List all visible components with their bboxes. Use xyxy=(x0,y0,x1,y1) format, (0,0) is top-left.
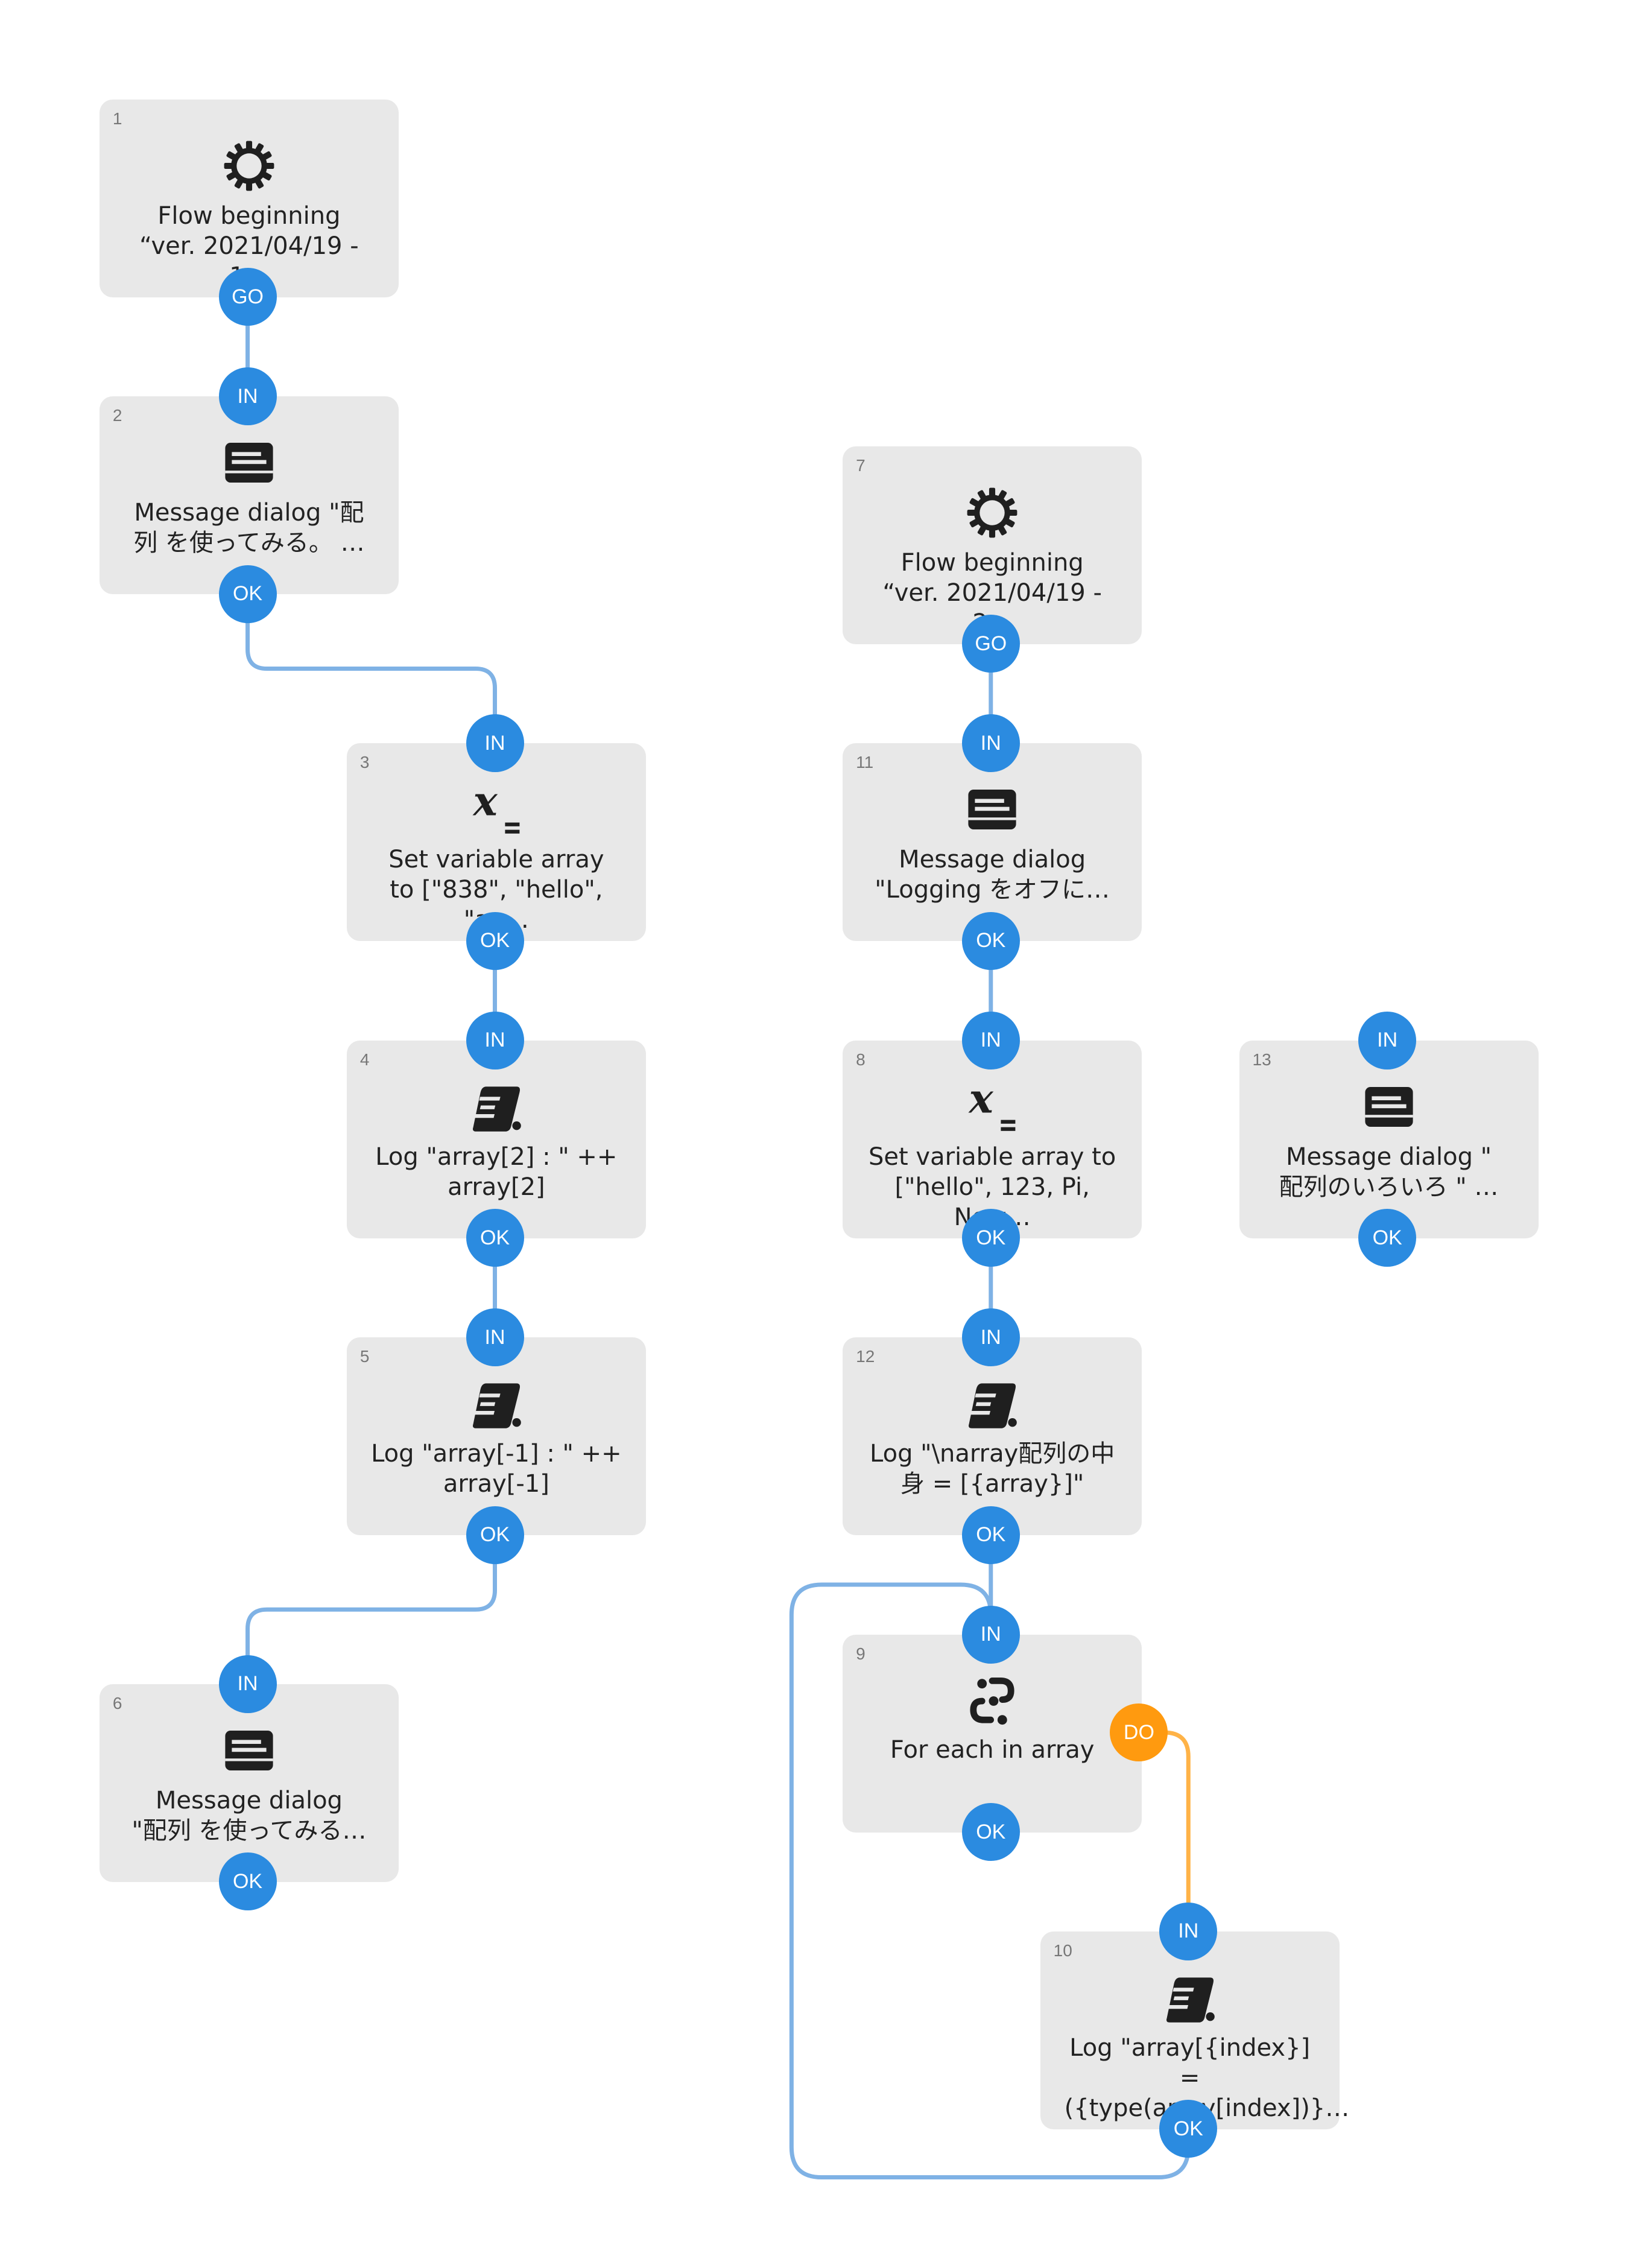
block-number: 3 xyxy=(359,753,370,772)
log-icon xyxy=(963,1375,1021,1433)
block-number: 2 xyxy=(112,406,122,425)
in-port[interactable]: IN xyxy=(466,714,524,773)
in-port[interactable]: IN xyxy=(218,1655,277,1713)
connection-b2-b3 xyxy=(245,594,498,744)
go-port[interactable]: GO xyxy=(218,268,277,326)
block-number: 7 xyxy=(856,455,866,475)
block-label: Message dialog "配列 を使ってみる… xyxy=(131,1786,367,1845)
variable-icon: x xyxy=(963,1077,1021,1136)
block-label: Log "\narray配列の中 身 = [{array}]" xyxy=(870,1440,1115,1498)
block-label: Flow beginning “ver. 2021/04/19 - 2… xyxy=(882,548,1102,637)
ok-port[interactable]: OK xyxy=(1159,2100,1218,2158)
variable-icon: x xyxy=(467,779,525,838)
ok-port[interactable]: OK xyxy=(961,911,1020,970)
ok-port[interactable]: OK xyxy=(1358,1209,1417,1267)
in-port[interactable]: IN xyxy=(466,1308,524,1367)
ok-port[interactable]: OK xyxy=(961,1506,1020,1564)
block-label: Message dialog "配 列 を使ってみる。 … xyxy=(133,499,365,557)
message-icon xyxy=(1360,1078,1418,1136)
ok-port[interactable]: OK xyxy=(466,1506,524,1564)
log-icon xyxy=(1161,1969,1219,2027)
block-number: 5 xyxy=(359,1347,370,1366)
block-number: 8 xyxy=(856,1050,866,1069)
loop-icon xyxy=(963,1672,1021,1730)
in-port[interactable]: IN xyxy=(466,1011,524,1069)
block-number: 9 xyxy=(856,1644,866,1663)
block-label: Message dialog " 配列のいろいろ " … xyxy=(1279,1142,1499,1201)
go-port[interactable]: GO xyxy=(961,615,1020,673)
svg-text:x: x xyxy=(968,1077,994,1123)
block-label: Log "array[2] : " ++ array[2] xyxy=(375,1142,618,1201)
log-icon xyxy=(467,1375,525,1433)
in-port[interactable]: IN xyxy=(218,367,277,426)
in-port[interactable]: IN xyxy=(961,1011,1020,1069)
ok-port[interactable]: OK xyxy=(466,911,524,970)
log-icon xyxy=(467,1078,525,1136)
block-number: 12 xyxy=(856,1347,875,1366)
block-number: 4 xyxy=(359,1050,370,1069)
connection-b5-b6 xyxy=(245,1535,498,1684)
block-number: 6 xyxy=(112,1693,122,1713)
gear-icon xyxy=(963,484,1021,542)
block-label: Flow beginning “ver. 2021/04/19 - 1… xyxy=(139,201,359,290)
block-number: 10 xyxy=(1053,1941,1072,1960)
block-label: For each in array xyxy=(890,1735,1095,1764)
in-port[interactable]: IN xyxy=(1358,1011,1417,1069)
svg-text:x: x xyxy=(472,779,498,825)
message-icon xyxy=(220,434,278,492)
do-port[interactable]: DO xyxy=(1110,1703,1168,1762)
message-icon xyxy=(220,1722,278,1779)
ok-port[interactable]: OK xyxy=(218,565,277,623)
block-number: 13 xyxy=(1252,1050,1271,1069)
block-number: 1 xyxy=(112,109,122,128)
block-number: 11 xyxy=(856,753,874,772)
in-port[interactable]: IN xyxy=(1159,1902,1218,1960)
ok-port[interactable]: OK xyxy=(961,1209,1020,1267)
connection-b9-do-b10 xyxy=(1139,1730,1191,1931)
gear-icon xyxy=(220,137,278,195)
block-label: Set variable array to ["hello", 123, Pi,… xyxy=(869,1142,1116,1231)
block-label: Log "array[-1] : " ++ array[-1] xyxy=(371,1440,622,1498)
ok-port[interactable]: OK xyxy=(466,1209,524,1267)
in-port[interactable]: IN xyxy=(961,1605,1020,1664)
block-label: Message dialog "Logging をオフに… xyxy=(875,846,1110,904)
ok-port[interactable]: OK xyxy=(218,1852,277,1911)
in-port[interactable]: IN xyxy=(961,1308,1020,1367)
ok-port[interactable]: OK xyxy=(961,1803,1020,1861)
connection-b10-loop-b9 xyxy=(789,1582,1191,2180)
in-port[interactable]: IN xyxy=(961,714,1020,773)
message-icon xyxy=(963,781,1021,838)
